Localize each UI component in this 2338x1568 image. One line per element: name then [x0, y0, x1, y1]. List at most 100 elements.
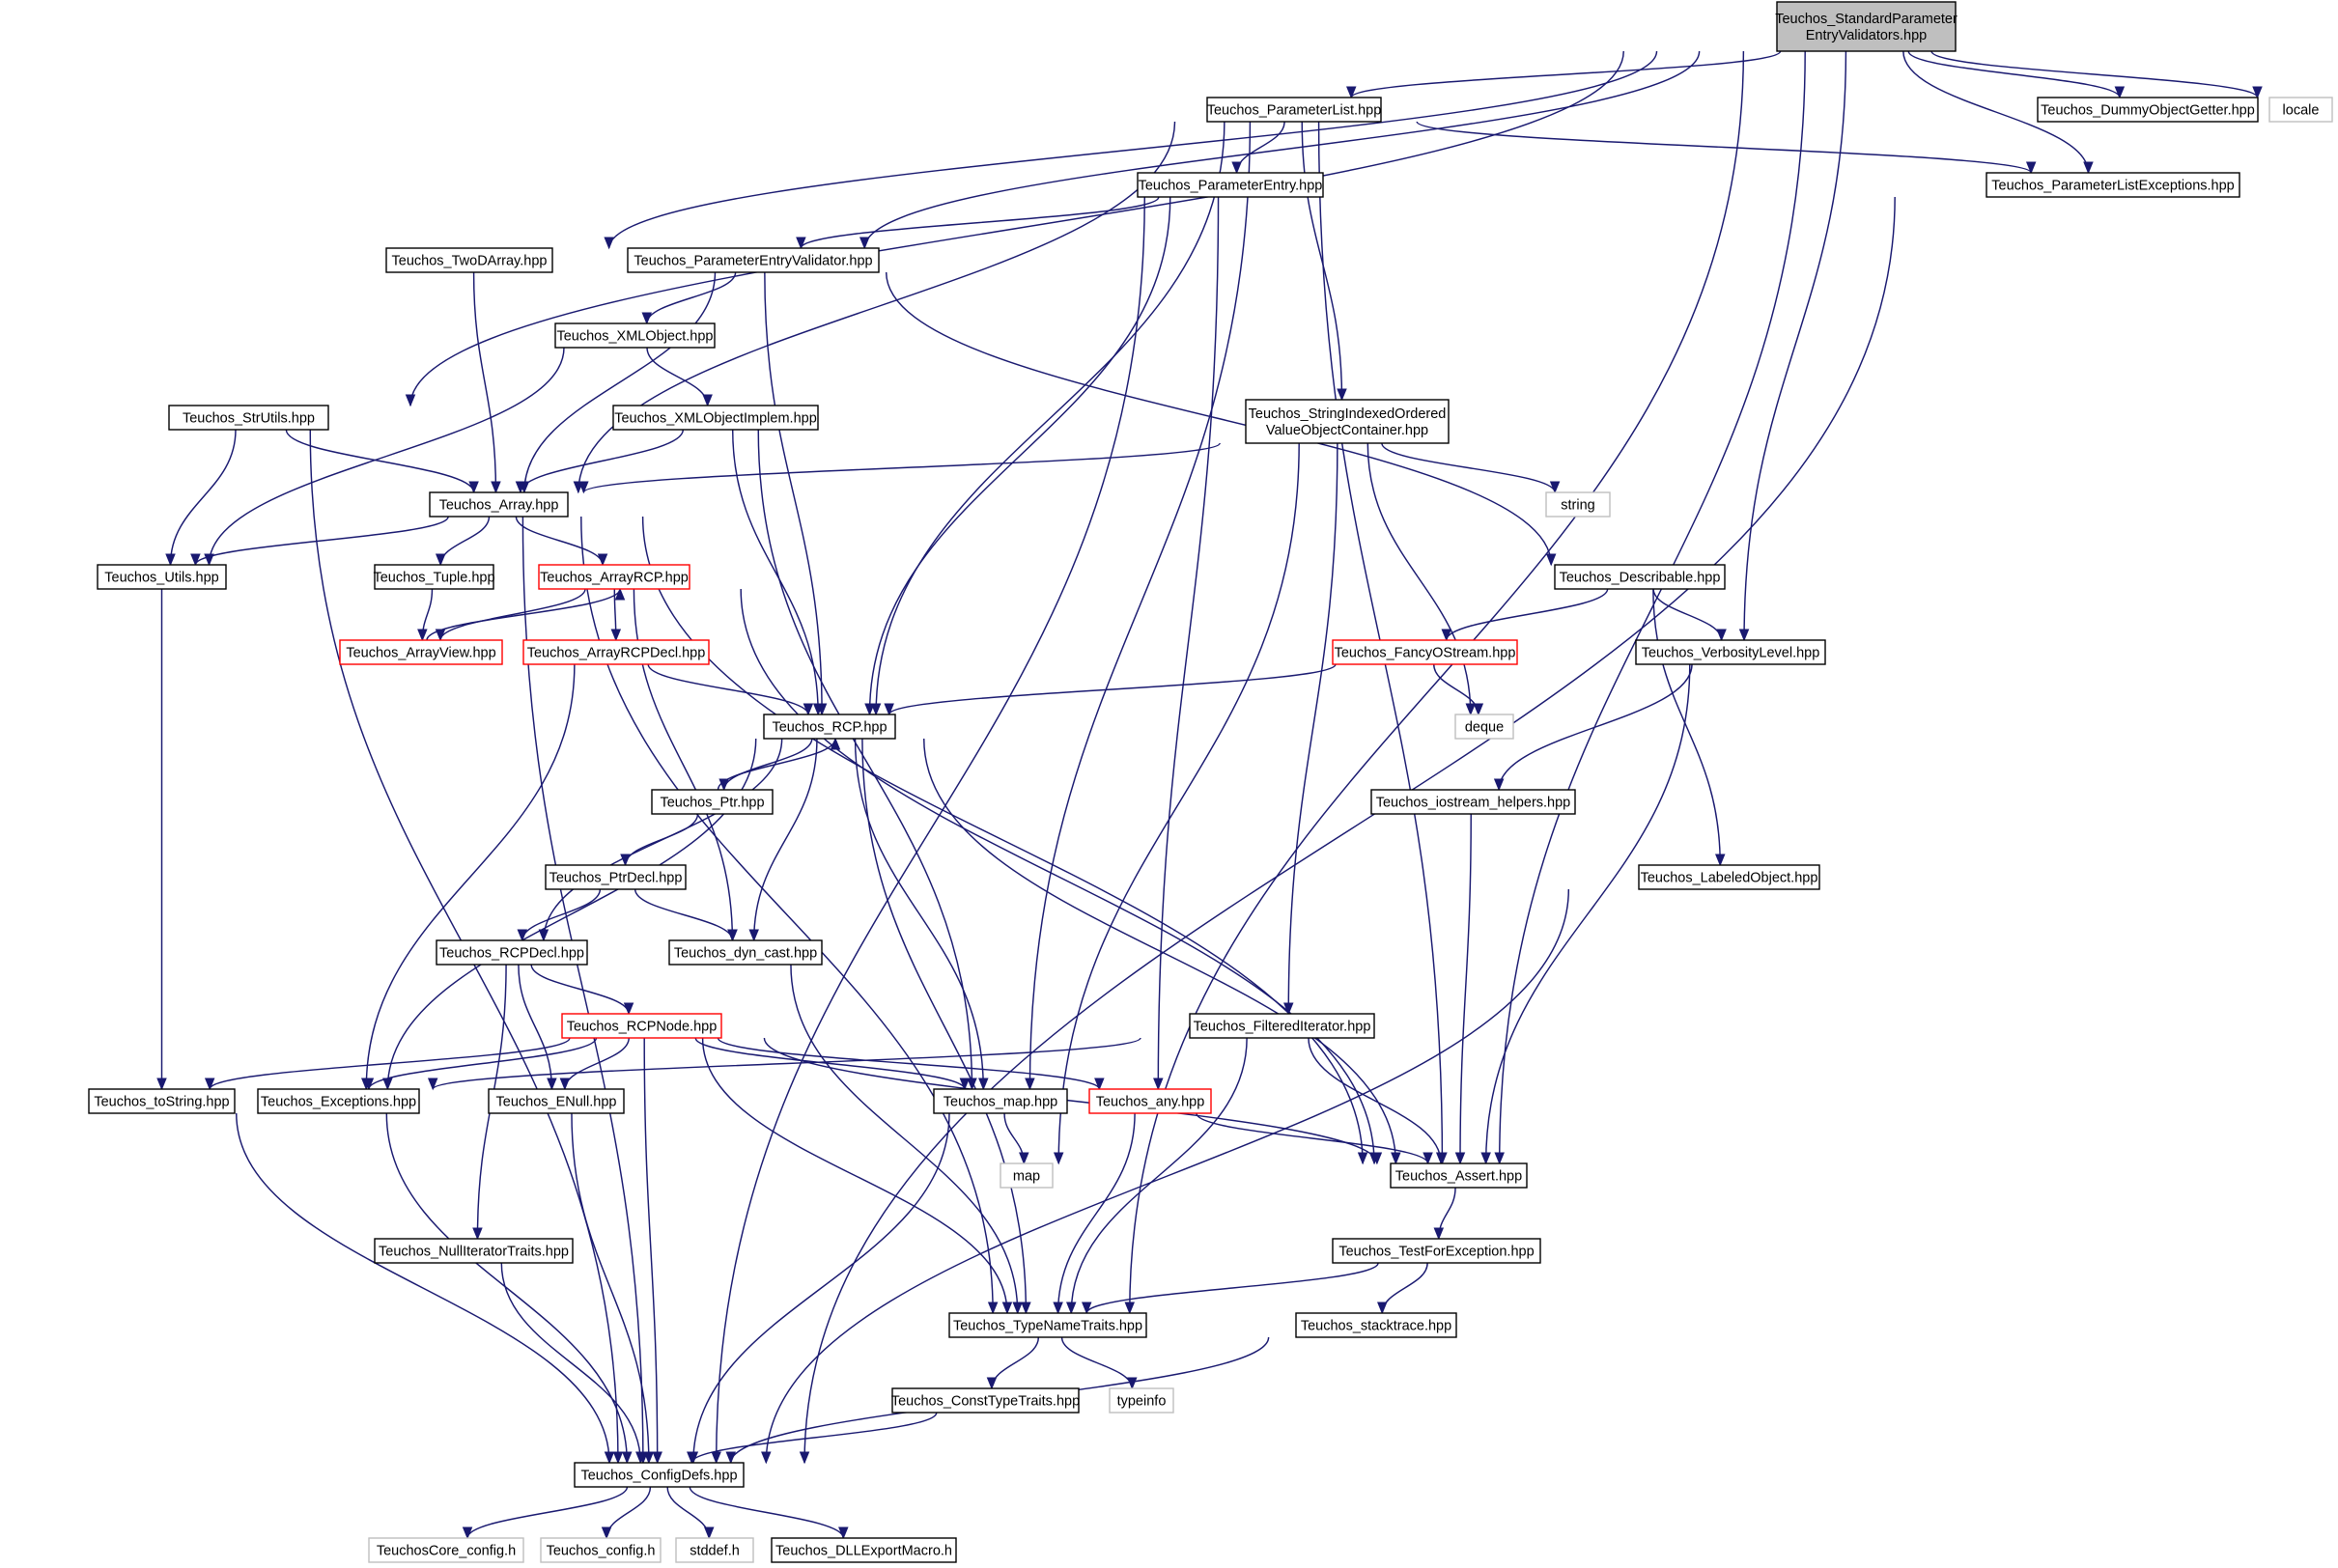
- node-mapstd[interactable]: map: [1000, 1162, 1054, 1189]
- node-utils[interactable]: Teuchos_Utils.hpp: [97, 564, 227, 590]
- node-box-typename[interactable]: [948, 1312, 1147, 1338]
- node-box-utils[interactable]: [97, 564, 227, 590]
- node-filtered[interactable]: Teuchos_FilteredIterator.hpp: [1189, 1013, 1375, 1039]
- node-box-twod[interactable]: [385, 247, 553, 273]
- node-box-stddef[interactable]: [675, 1537, 754, 1563]
- node-box-tuple[interactable]: [374, 564, 494, 590]
- node-box-describable[interactable]: [1554, 564, 1726, 590]
- node-dummy[interactable]: Teuchos_DummyObjectGetter.hpp: [2037, 97, 2259, 123]
- node-pev[interactable]: Teuchos_ParameterEntryValidator.hpp: [627, 247, 880, 273]
- node-locale[interactable]: locale: [2268, 97, 2333, 123]
- node-box-nulliter[interactable]: [374, 1238, 574, 1264]
- node-ptr[interactable]: Teuchos_Ptr.hpp: [651, 789, 774, 815]
- node-plexc[interactable]: Teuchos_ParameterListExceptions.hpp: [1986, 172, 2240, 198]
- node-box-dyncast[interactable]: [668, 939, 823, 966]
- node-nulliter[interactable]: Teuchos_NullIteratorTraits.hpp: [374, 1238, 574, 1264]
- node-box-sio[interactable]: [1245, 399, 1450, 444]
- node-exceptions[interactable]: Teuchos_Exceptions.hpp: [257, 1088, 420, 1114]
- node-box-ptrdecl[interactable]: [545, 864, 687, 890]
- node-arrayrcpdecl[interactable]: Teuchos_ArrayRCPDecl.hpp: [522, 639, 710, 665]
- node-box-paramlist[interactable]: [1206, 97, 1382, 123]
- node-box-consttype[interactable]: [891, 1387, 1080, 1414]
- node-labeled[interactable]: Teuchos_LabeledObject.hpp: [1638, 864, 1820, 890]
- node-box-pev[interactable]: [627, 247, 880, 273]
- node-string[interactable]: string: [1545, 491, 1611, 518]
- node-box-assert[interactable]: [1390, 1162, 1528, 1189]
- node-box-rcpdecl[interactable]: [436, 939, 588, 966]
- node-box-rcpnode[interactable]: [561, 1013, 722, 1039]
- node-stacktrace[interactable]: Teuchos_stacktrace.hpp: [1295, 1312, 1457, 1338]
- node-sio[interactable]: Teuchos_StringIndexedOrderedValueObjectC…: [1245, 399, 1450, 444]
- node-box-deque[interactable]: [1454, 714, 1514, 740]
- node-paramentry[interactable]: Teuchos_ParameterEntry.hpp: [1137, 172, 1324, 198]
- node-tostring[interactable]: Teuchos_toString.hpp: [88, 1088, 236, 1114]
- node-box-ptr[interactable]: [651, 789, 774, 815]
- node-box-strutils[interactable]: [168, 405, 329, 431]
- node-box-configdefs[interactable]: [574, 1462, 745, 1488]
- node-arrayrcp[interactable]: Teuchos_ArrayRCP.hpp: [538, 564, 690, 590]
- node-dllexport[interactable]: Teuchos_DLLExportMacro.h: [771, 1537, 957, 1563]
- node-box-testfor[interactable]: [1332, 1238, 1541, 1264]
- node-arrayview[interactable]: Teuchos_ArrayView.hpp: [339, 639, 503, 665]
- node-typename[interactable]: Teuchos_TypeNameTraits.hpp: [948, 1312, 1147, 1338]
- node-typeinfo[interactable]: typeinfo: [1109, 1387, 1174, 1414]
- node-ptrdecl[interactable]: Teuchos_PtrDecl.hpp: [545, 864, 687, 890]
- node-testfor[interactable]: Teuchos_TestForException.hpp: [1332, 1238, 1541, 1264]
- node-tuple[interactable]: Teuchos_Tuple.hpp: [373, 564, 495, 590]
- node-box-xmlobj[interactable]: [554, 322, 716, 349]
- node-box-dummy[interactable]: [2037, 97, 2259, 123]
- node-xmlobj[interactable]: Teuchos_XMLObject.hpp: [554, 322, 716, 349]
- node-configdefs[interactable]: Teuchos_ConfigDefs.hpp: [574, 1462, 745, 1488]
- node-box-labeled[interactable]: [1638, 864, 1820, 890]
- node-box-tconfig[interactable]: [540, 1537, 662, 1563]
- node-box-filtered[interactable]: [1189, 1013, 1375, 1039]
- node-box-xmlimpl[interactable]: [612, 405, 819, 431]
- node-box-arrayrcp[interactable]: [538, 564, 690, 590]
- node-box-paramentry[interactable]: [1137, 172, 1324, 198]
- node-box-locale[interactable]: [2268, 97, 2333, 123]
- node-box-rcp[interactable]: [763, 714, 896, 740]
- node-rcpnode[interactable]: Teuchos_RCPNode.hpp: [561, 1013, 722, 1039]
- node-rcpdecl[interactable]: Teuchos_RCPDecl.hpp: [436, 939, 588, 966]
- node-strutils[interactable]: Teuchos_StrUtils.hpp: [168, 405, 329, 431]
- node-box-exceptions[interactable]: [257, 1088, 420, 1114]
- node-box-arrayrcpdecl[interactable]: [522, 639, 710, 665]
- node-box-arrayview[interactable]: [339, 639, 503, 665]
- node-stddef[interactable]: stddef.h: [675, 1537, 754, 1563]
- node-box-mapstd[interactable]: [1000, 1162, 1054, 1189]
- node-box-iostream[interactable]: [1370, 789, 1576, 815]
- node-box-map[interactable]: [933, 1088, 1068, 1114]
- node-box-coreconfig[interactable]: [368, 1537, 524, 1563]
- node-describable[interactable]: Teuchos_Describable.hpp: [1554, 564, 1726, 590]
- node-dyncast[interactable]: Teuchos_dyn_cast.hpp: [668, 939, 823, 966]
- node-rcp[interactable]: Teuchos_RCP.hpp: [763, 714, 896, 740]
- node-box-dllexport[interactable]: [771, 1537, 957, 1563]
- node-box-any[interactable]: [1088, 1088, 1212, 1114]
- node-assert[interactable]: Teuchos_Assert.hpp: [1390, 1162, 1528, 1189]
- node-iostream[interactable]: Teuchos_iostream_helpers.hpp: [1370, 789, 1576, 815]
- node-array[interactable]: Teuchos_Array.hpp: [429, 491, 569, 518]
- node-box-fancy[interactable]: [1332, 639, 1518, 665]
- node-root[interactable]: Teuchos_StandardParameterEntryValidators…: [1775, 1, 1958, 52]
- node-box-string[interactable]: [1545, 491, 1611, 518]
- node-box-root[interactable]: [1776, 1, 1957, 52]
- node-box-array[interactable]: [429, 491, 569, 518]
- node-coreconfig[interactable]: TeuchosCore_config.h: [368, 1537, 524, 1563]
- node-deque[interactable]: deque: [1454, 714, 1514, 740]
- node-twod[interactable]: Teuchos_TwoDArray.hpp: [385, 247, 553, 273]
- node-verbosity[interactable]: Teuchos_VerbosityLevel.hpp: [1635, 639, 1826, 665]
- node-tconfig[interactable]: Teuchos_config.h: [540, 1537, 662, 1563]
- node-enull[interactable]: Teuchos_ENull.hpp: [488, 1088, 625, 1114]
- node-box-plexc[interactable]: [1986, 172, 2240, 198]
- node-fancy[interactable]: Teuchos_FancyOStream.hpp: [1332, 639, 1518, 665]
- node-xmlimpl[interactable]: Teuchos_XMLObjectImplem.hpp: [612, 405, 819, 431]
- node-map[interactable]: Teuchos_map.hpp: [933, 1088, 1068, 1114]
- node-box-stacktrace[interactable]: [1295, 1312, 1457, 1338]
- node-consttype[interactable]: Teuchos_ConstTypeTraits.hpp: [891, 1387, 1080, 1414]
- node-box-tostring[interactable]: [88, 1088, 236, 1114]
- node-box-typeinfo[interactable]: [1109, 1387, 1174, 1414]
- node-paramlist[interactable]: Teuchos_ParameterList.hpp: [1206, 97, 1382, 123]
- node-box-enull[interactable]: [488, 1088, 625, 1114]
- node-box-verbosity[interactable]: [1635, 639, 1826, 665]
- node-any[interactable]: Teuchos_any.hpp: [1088, 1088, 1212, 1114]
